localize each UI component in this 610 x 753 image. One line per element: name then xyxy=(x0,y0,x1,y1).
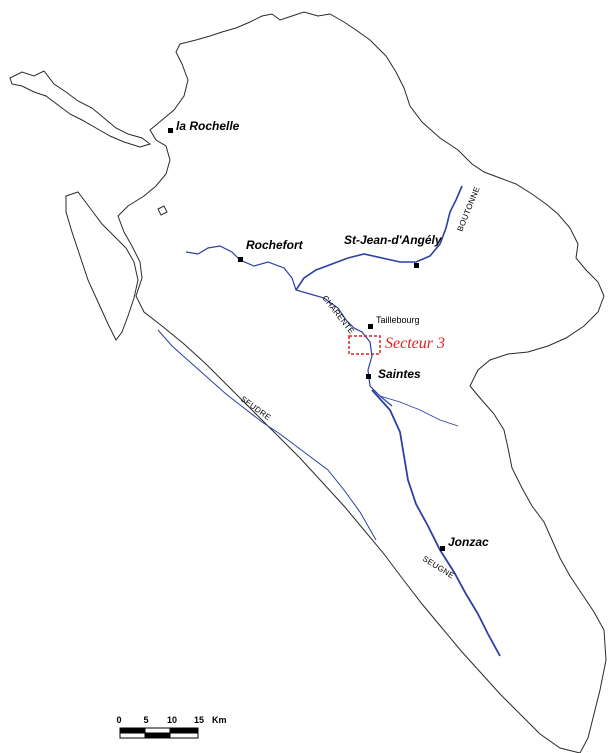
scale-unit: Km xyxy=(212,715,227,725)
town-marker-jonzac xyxy=(440,546,445,551)
city-label-jonzac: Jonzac xyxy=(448,535,489,549)
scale-tick-15: 15 xyxy=(194,715,204,725)
scale-tick-0: 0 xyxy=(116,715,121,725)
ile-d-aix xyxy=(157,205,168,216)
city-label-taillebourg: Taillebourg xyxy=(376,315,420,325)
ile-d-oleron xyxy=(65,191,139,341)
town-marker-taillebourg xyxy=(368,324,373,329)
river-seugne xyxy=(371,389,501,657)
city-label-rochefort: Rochefort xyxy=(246,238,304,252)
scale-tick-10: 10 xyxy=(167,715,177,725)
river-label-charente: CHARENTE xyxy=(320,294,356,336)
ile-de-re xyxy=(9,70,152,148)
river-seudre xyxy=(157,329,377,541)
sector-label: Secteur 3 xyxy=(385,335,445,352)
river-boutonne xyxy=(295,185,463,291)
town-marker-st-jean xyxy=(414,263,419,268)
sector-box xyxy=(348,335,381,355)
city-label-st-jean: St-Jean-d'Angély xyxy=(344,233,443,247)
river-charente xyxy=(185,245,393,407)
department-outline xyxy=(117,11,607,753)
river-tributary xyxy=(379,395,459,427)
city-label-la-rochelle: la Rochelle xyxy=(176,119,240,133)
city-label-saintes: Saintes xyxy=(378,367,421,381)
town-marker-la-rochelle xyxy=(168,128,173,133)
town-marker-saintes xyxy=(366,374,371,379)
scale-bar: 0 5 10 15 Km xyxy=(116,715,227,739)
town-marker-rochefort xyxy=(238,257,243,262)
scale-tick-5: 5 xyxy=(143,715,148,725)
